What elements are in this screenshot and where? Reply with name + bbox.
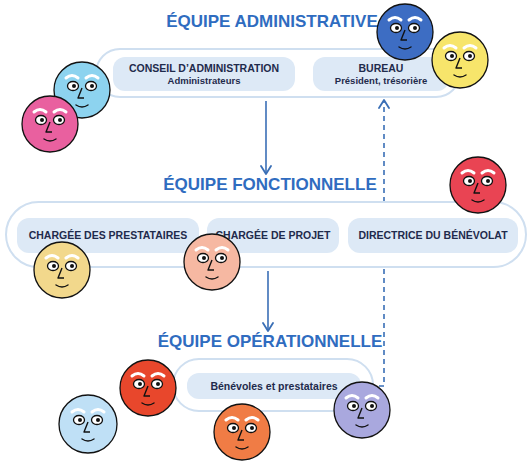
face-circle (432, 32, 488, 88)
face-circle (34, 242, 90, 298)
face-features (46, 256, 78, 288)
role-box: Bénévoles et prestataires (187, 373, 361, 399)
role-title: Bénévoles et prestataires (210, 380, 337, 393)
face-features (462, 171, 494, 203)
face-features (226, 418, 258, 450)
face-illustration (432, 32, 488, 88)
face-illustration (59, 395, 117, 453)
face-features (346, 396, 378, 428)
face-circle (334, 382, 390, 438)
face-features (34, 110, 66, 142)
face-circle (184, 234, 240, 290)
role-title: CONSEIL D’ADMINISTRATION (129, 62, 279, 75)
role-detail: Président, trésorière (335, 75, 427, 87)
face-circle (214, 404, 270, 460)
team-heading: ÉQUIPE FONCTIONNELLE (110, 175, 430, 195)
face-illustration (22, 96, 78, 152)
team-band: ÉQUIPE ADMINISTRATIVECONSEIL D’ADMINISTR… (95, 48, 461, 98)
role-detail: Administrateurs (168, 75, 241, 87)
face-features (444, 46, 476, 78)
face-illustration (214, 404, 270, 460)
face-circle (54, 62, 110, 118)
face-features (132, 374, 164, 406)
face-illustration (34, 242, 90, 298)
role-title: BUREAU (359, 62, 404, 75)
face-circle (377, 4, 433, 60)
role-box: DIRECTRICE DU BÉNÉVOLAT (348, 218, 518, 253)
face-circle (450, 157, 506, 213)
face-features (66, 76, 98, 108)
team-heading: ÉQUIPE ADMINISTRATIVE (112, 12, 432, 32)
face-features (389, 18, 421, 50)
role-box: BUREAUPrésident, trésorière (313, 57, 449, 91)
face-illustration (120, 360, 176, 416)
face-illustration (54, 62, 110, 118)
face-illustration (334, 382, 390, 438)
face-features (72, 410, 104, 442)
face-illustration (450, 157, 506, 213)
hierarchy-arrow (265, 101, 267, 174)
face-illustration (377, 4, 433, 60)
team-band: ÉQUIPE OPÉRATIONNELLEBénévoles et presta… (172, 358, 374, 412)
role-box: CHARGÉE DES PRESTATAIRES (17, 218, 199, 253)
hierarchy-arrow (267, 271, 269, 331)
role-title: CHARGÉE DE PROJET (216, 229, 331, 242)
role-title: DIRECTRICE DU BÉNÉVOLAT (358, 229, 507, 242)
role-box: CHARGÉE DE PROJET (207, 218, 339, 253)
team-heading: ÉQUIPE OPÉRATIONNELLE (110, 332, 430, 352)
face-illustration (184, 234, 240, 290)
face-circle (22, 96, 78, 152)
face-features (196, 248, 228, 280)
role-box: CONSEIL D’ADMINISTRATIONAdministrateurs (113, 57, 295, 91)
team-band: ÉQUIPE FONCTIONNELLECHARGÉE DES PRESTATA… (5, 201, 527, 268)
face-circle (120, 360, 176, 416)
face-circle (59, 395, 117, 453)
role-title: CHARGÉE DES PRESTATAIRES (29, 229, 188, 242)
